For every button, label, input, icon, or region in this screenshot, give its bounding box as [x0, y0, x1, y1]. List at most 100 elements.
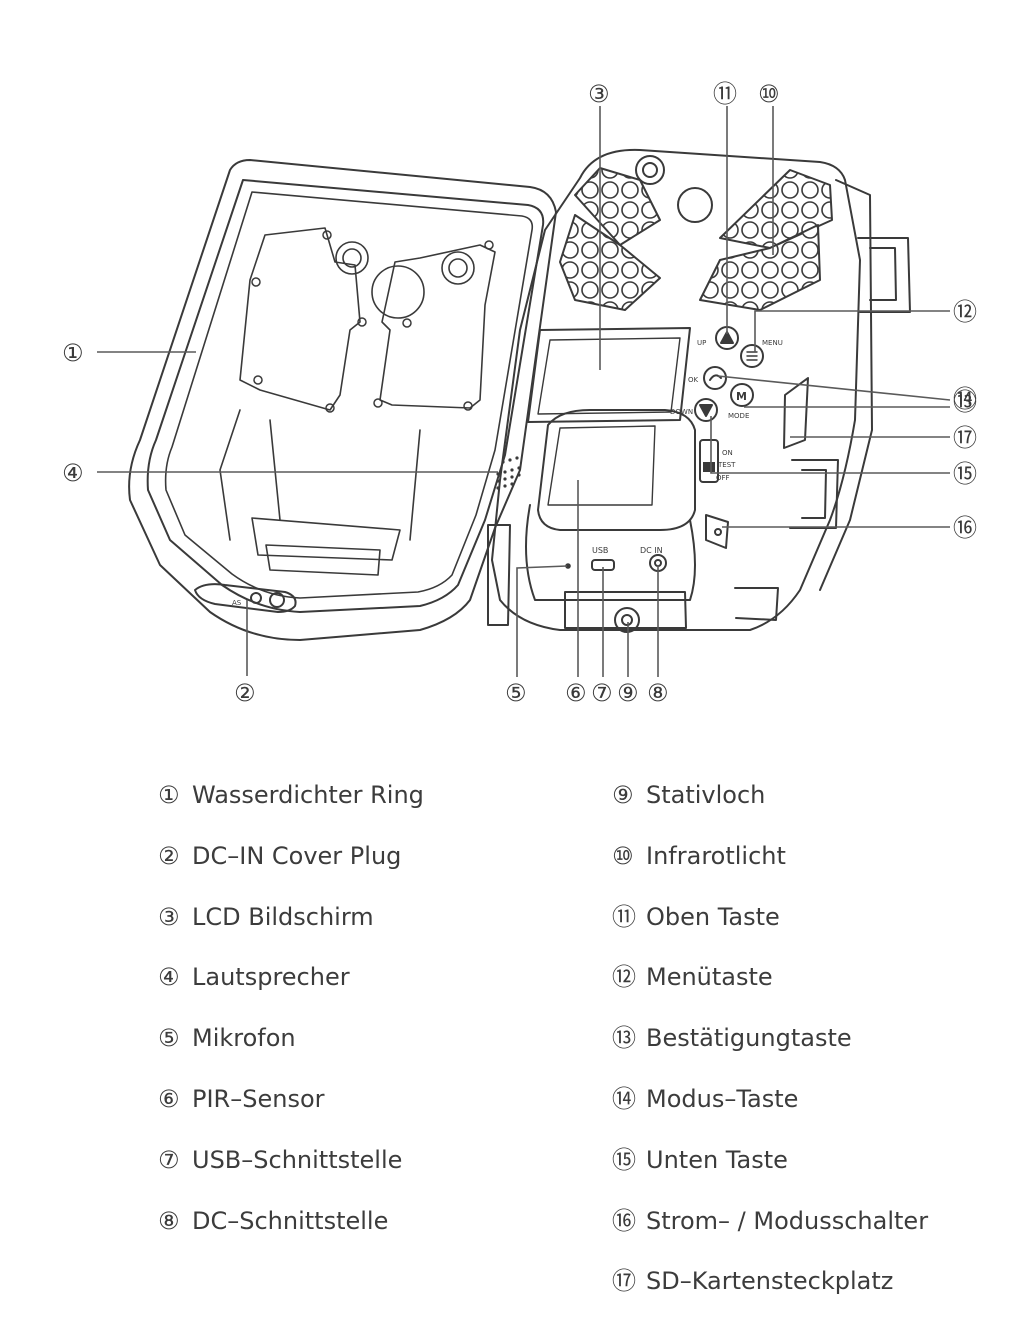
legend-item-up-button: ⑪ Oben Taste — [612, 902, 1012, 963]
down-label: DOWN — [670, 408, 693, 416]
callout-4: ④ — [62, 459, 84, 487]
mode-label: MODE — [728, 412, 749, 420]
legend-num: ② — [158, 841, 180, 870]
legend-num: ⑪ — [612, 902, 636, 931]
legend-label: Modus–Taste — [646, 1084, 799, 1113]
as-label: AS — [232, 599, 242, 607]
mode-button: M MODE — [728, 383, 754, 420]
on-label: ON — [722, 449, 733, 457]
off-label: OFF — [716, 474, 730, 482]
ok-button: OK — [688, 366, 727, 390]
callout-13: ⑬ — [953, 388, 977, 416]
callout-5: ⑤ — [505, 679, 527, 707]
lens-area — [635, 155, 713, 223]
pir-sensor — [525, 409, 696, 601]
callout-12: ⑫ — [953, 298, 977, 326]
legend-item-lcd-screen: ③ LCD Bildschirm — [158, 902, 598, 963]
legend-label: Bestätigungtaste — [646, 1024, 852, 1053]
latch-left — [487, 524, 511, 626]
legend-label: SD–Kartensteckplatz — [646, 1267, 894, 1296]
callout-numbers: ① ② ③ ④ ⑤ ⑥ ⑦ ⑨ ⑧ ⑪ ⑩ ⑫ ⑬ ⑰ ⑮ ⑯ — [62, 80, 977, 707]
legend-item-infrared-light: ⑩ Infrarotlicht — [612, 841, 1012, 902]
callout-1: ① — [62, 339, 84, 367]
infrared-led-right — [699, 169, 833, 311]
legend-label: PIR–Sensor — [192, 1084, 325, 1113]
legend-right-column: ⑨ Stativloch ⑩ Infrarotlicht ⑪ Oben Taste ⑫… — [612, 780, 1012, 1327]
power-mode-switch: ON TEST OFF — [699, 439, 736, 483]
legend-num: ⑥ — [158, 1084, 180, 1113]
lcd-screen — [527, 327, 691, 423]
leader-lines — [97, 106, 951, 677]
hinge-bottom — [734, 459, 839, 621]
legend-item-tripod-hole: ⑨ Stativloch — [612, 780, 1012, 841]
legend-item-menu-button: ⑫ Menütaste — [612, 962, 1012, 1023]
sd-card-slot — [783, 377, 809, 449]
callout-2: ② — [234, 679, 256, 707]
legend-num: ⑨ — [612, 781, 634, 809]
legend-item-dc-port: ⑧ DC–Schnittstelle — [158, 1206, 598, 1267]
down-button: DOWN — [670, 398, 718, 422]
legend-label: DC–IN Cover Plug — [192, 841, 402, 870]
bracket-screws — [251, 230, 494, 413]
legend-label: Unten Taste — [646, 1145, 788, 1174]
callout-16: ⑯ — [953, 514, 977, 542]
legend-label: DC–Schnittstelle — [192, 1206, 389, 1235]
callout-14: ⑭ — [953, 385, 977, 413]
legend-label: Oben Taste — [646, 902, 780, 931]
legend-label: Mikrofon — [192, 1024, 296, 1053]
legend-num: ⑩ — [612, 841, 634, 870]
callout-3: ③ — [588, 80, 610, 108]
dc-in-cover-plug: AS — [194, 583, 297, 613]
legend-num: ⑦ — [158, 1145, 180, 1174]
menu-label: MENU — [762, 339, 783, 347]
dc-in-port: DC IN — [640, 546, 667, 572]
callout-6: ⑥ — [565, 679, 587, 707]
legend-num: ⑤ — [158, 1024, 180, 1053]
legend-item-down-button: ⑮ Unten Taste — [612, 1145, 1012, 1206]
callout-8: ⑧ — [647, 679, 669, 707]
legend-num: ⑰ — [612, 1267, 636, 1296]
ok-label: OK — [688, 376, 699, 384]
tripod-mount — [564, 591, 687, 633]
callout-17: ⑰ — [953, 424, 977, 452]
usb-label: USB — [592, 546, 608, 555]
inner-bracket — [219, 227, 496, 576]
legend-num: ④ — [158, 963, 180, 992]
legend-num: ⑮ — [612, 1145, 636, 1174]
legend-label: Infrarotlicht — [646, 841, 786, 870]
legend-label: LCD Bildschirm — [192, 902, 374, 931]
legend-item-sd-card-slot: ⑰ SD–Kartensteckplatz — [612, 1266, 1012, 1327]
legend-label: Wasserdichter Ring — [192, 781, 424, 809]
speaker-grille — [496, 456, 521, 490]
legend-item-microphone: ⑤ Mikrofon — [158, 1023, 598, 1084]
legend-label: Menütaste — [646, 963, 773, 992]
legend-num: ⑯ — [612, 1206, 636, 1235]
menu-button: MENU — [740, 339, 783, 368]
legend-item-usb-port: ⑦ USB–Schnittstelle — [158, 1145, 598, 1206]
callout-10: ⑩ — [758, 80, 780, 108]
legend-label: Stativloch — [646, 781, 766, 809]
mode-m-glyph: M — [736, 390, 747, 403]
camera-diagram: AS — [62, 80, 977, 707]
lock-hole — [705, 514, 729, 549]
legend-num: ⑧ — [158, 1206, 180, 1235]
legend-item-mode-button: ⑭ Modus–Taste — [612, 1084, 1012, 1145]
legend-label: Strom– / Modusschalter — [646, 1206, 929, 1235]
up-label: UP — [697, 339, 706, 347]
legend-label: USB–Schnittstelle — [192, 1145, 403, 1174]
legend-num: ③ — [158, 902, 180, 931]
legend-item-dc-in-cover-plug: ② DC–IN Cover Plug — [158, 841, 598, 902]
callout-11: ⑪ — [713, 80, 737, 108]
legend-item-pir-sensor: ⑥ PIR–Sensor — [158, 1084, 598, 1145]
legend-num: ⑫ — [612, 963, 636, 992]
waterproof-ring — [164, 191, 534, 599]
up-button: UP — [697, 326, 739, 350]
legend-num: ⑭ — [612, 1084, 636, 1113]
dc-in-label: DC IN — [640, 546, 663, 555]
hinge-top — [857, 237, 911, 313]
back-cover — [128, 159, 557, 641]
test-label: TEST — [717, 461, 736, 469]
